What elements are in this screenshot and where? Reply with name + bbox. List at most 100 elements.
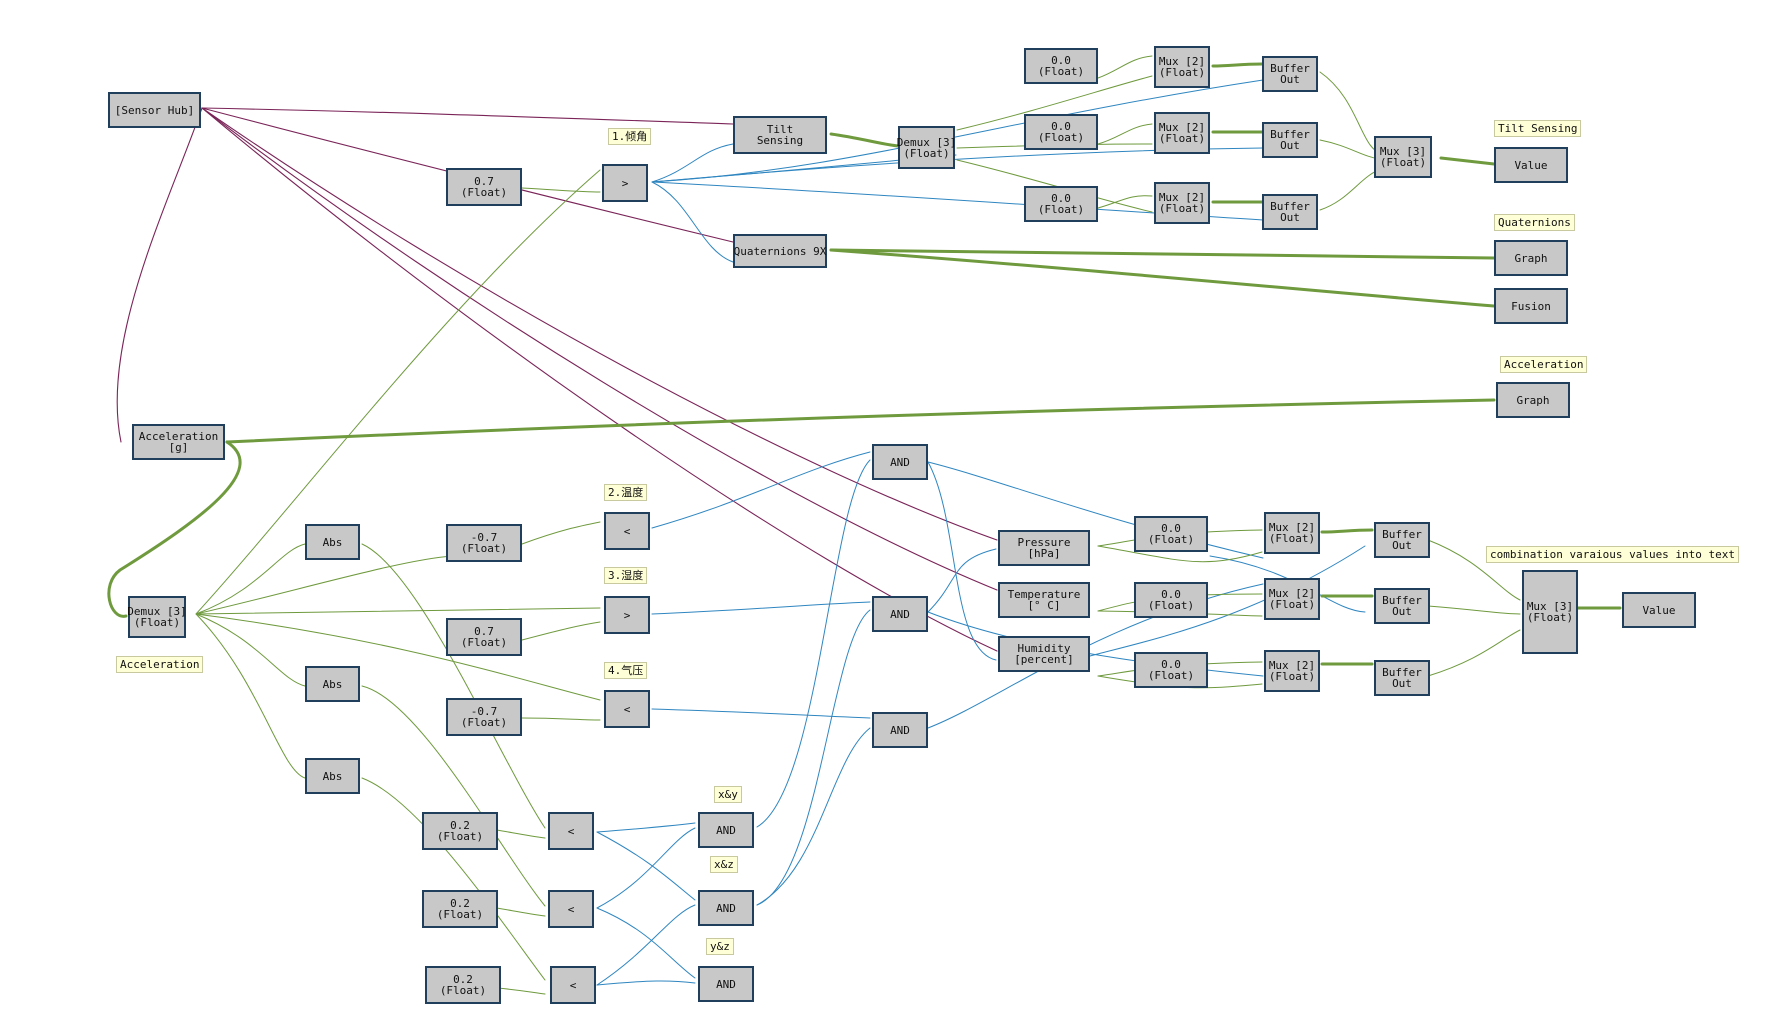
- compare-node[interactable]: <: [604, 690, 650, 728]
- node-sublabel: Out: [1392, 677, 1412, 690]
- and-gate-node[interactable]: AND: [872, 596, 928, 632]
- mux-node[interactable]: Mux [2](Float): [1264, 650, 1320, 692]
- temperature-node[interactable]: Temperature[° C]: [998, 582, 1090, 618]
- node-sublabel: Out: [1280, 73, 1300, 86]
- constant-node[interactable]: 0.2(Float): [422, 890, 498, 928]
- and-gate-node[interactable]: AND: [698, 966, 754, 1002]
- and-gate-node[interactable]: AND: [872, 444, 928, 480]
- abs-node[interactable]: Abs: [305, 666, 360, 702]
- node-label: AND: [716, 823, 736, 837]
- demux-node[interactable]: Demux [3](Float): [127, 596, 187, 638]
- compare-node[interactable]: <: [604, 512, 650, 550]
- acceleration-node[interactable]: Acceleration[g]: [132, 424, 225, 460]
- fusion-node[interactable]: Fusion: [1494, 288, 1568, 324]
- graph-node[interactable]: Graph: [1496, 382, 1570, 418]
- node-sublabel: Sensing: [756, 134, 804, 147]
- node-label: <: [569, 978, 577, 992]
- constant-node[interactable]: 0.0(Float): [1024, 186, 1098, 222]
- wire: [195, 613, 306, 779]
- node-sublabel: (Float): [1268, 532, 1316, 545]
- wire: [195, 613, 601, 701]
- compare-node[interactable]: >: [602, 164, 648, 202]
- node-label: Value: [1642, 603, 1676, 617]
- sensor-hub-node[interactable]: [Sensor Hub]: [108, 92, 201, 128]
- compare-node[interactable]: <: [548, 890, 594, 928]
- mux-node[interactable]: Mux [2](Float): [1264, 578, 1320, 620]
- wire: [521, 521, 601, 545]
- node-sublabel: (Float): [1037, 131, 1085, 144]
- constant-node[interactable]: 0.0(Float): [1134, 582, 1208, 618]
- compare-node[interactable]: <: [548, 812, 594, 850]
- node-label: Buffer: [1270, 62, 1310, 75]
- wire-hub-acceleration: [116, 107, 203, 443]
- compare-node[interactable]: <: [550, 966, 596, 1004]
- node-label: Mux [3]: [1379, 145, 1427, 158]
- quaternions-9x-node[interactable]: Quaternions 9X: [733, 234, 827, 268]
- annotation-note: 3.湿度: [604, 567, 648, 584]
- mux-node[interactable]: Mux [2](Float): [1154, 182, 1210, 224]
- value-node[interactable]: Value: [1494, 147, 1568, 183]
- graph-node[interactable]: Graph: [1494, 240, 1568, 276]
- constant-node[interactable]: 0.2(Float): [422, 812, 498, 850]
- constant-node[interactable]: 0.0(Float): [1024, 48, 1098, 84]
- constant-node[interactable]: 0.7(Float): [446, 168, 522, 206]
- and-gate-node[interactable]: AND: [698, 890, 754, 926]
- humidity-node[interactable]: Humidity[percent]: [998, 636, 1090, 672]
- wire: [521, 187, 601, 193]
- value-node[interactable]: Value: [1622, 592, 1696, 628]
- pressure-node[interactable]: Pressure[hPa]: [998, 530, 1090, 566]
- wire: [1089, 545, 1366, 657]
- node-label: AND: [716, 977, 736, 991]
- wire: [596, 980, 696, 986]
- node-label: Abs: [322, 535, 343, 549]
- node-sublabel: (Float): [903, 146, 950, 160]
- and-gate-node[interactable]: AND: [698, 812, 754, 848]
- compare-node[interactable]: >: [604, 596, 650, 634]
- abs-node[interactable]: Abs: [305, 758, 360, 794]
- node-label: AND: [890, 455, 910, 469]
- constant-node[interactable]: 0.2(Float): [425, 966, 501, 1004]
- node-sublabel: (Float): [1037, 203, 1085, 216]
- node-label: Mux [2]: [1158, 55, 1206, 68]
- constant-node[interactable]: 0.0(Float): [1024, 114, 1098, 150]
- wire: [651, 601, 871, 615]
- node-label: <: [567, 902, 575, 916]
- constant-node[interactable]: 0.7(Float): [446, 618, 522, 656]
- node-label: 0.0: [1161, 588, 1181, 601]
- constant-node[interactable]: -0.7(Float): [446, 698, 522, 736]
- node-sublabel: (Float): [1037, 65, 1085, 78]
- constant-node[interactable]: 0.0(Float): [1134, 516, 1208, 552]
- and-gate-node[interactable]: AND: [872, 712, 928, 748]
- mux-node[interactable]: Mux [2](Float): [1154, 46, 1210, 88]
- node-label: <: [623, 524, 631, 538]
- wire: [756, 609, 871, 906]
- wire: [927, 461, 1264, 559]
- node-sublabel: (Float): [460, 716, 508, 729]
- mux-node[interactable]: Mux [2](Float): [1264, 512, 1320, 554]
- node-label: 0.2: [450, 819, 470, 832]
- node-sublabel: (Float): [1158, 202, 1206, 215]
- node-label: Buffer: [1382, 594, 1422, 607]
- constant-node[interactable]: 0.0(Float): [1134, 652, 1208, 688]
- abs-node[interactable]: Abs: [305, 524, 360, 560]
- wire: [361, 543, 546, 829]
- node-label: >: [621, 176, 629, 190]
- annotation-note: Tilt Sensing: [1494, 120, 1582, 137]
- node-sublabel: (Float): [1147, 533, 1195, 546]
- demux-node[interactable]: Demux [3](Float): [897, 126, 956, 169]
- mux-node[interactable]: Mux [3](Float): [1374, 136, 1432, 178]
- mux-node[interactable]: Mux [3](Float): [1522, 570, 1578, 654]
- constant-node[interactable]: -0.7(Float): [446, 524, 522, 562]
- mux-node[interactable]: Mux [2](Float): [1154, 112, 1210, 154]
- annotation-note: x&y: [714, 786, 742, 803]
- node-label: <: [623, 702, 631, 716]
